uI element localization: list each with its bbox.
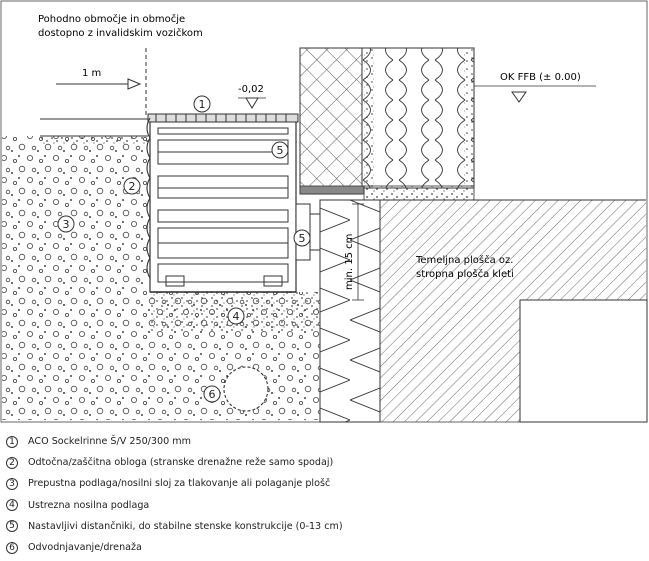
marker-6: 6 [209,388,216,401]
legend-text: Odvodnjavanje/drenaža [28,542,142,554]
marker-3: 3 [63,218,70,231]
zone-label-1: Pohodno območje in območje [38,13,185,25]
level-ok-label: OK FFB (± 0.00) [500,72,581,83]
legend-number: 4 [6,499,18,512]
slab-label-2: stropna plošča kleti [416,268,514,280]
marker-2: 2 [129,180,136,193]
legend-text: Prepustna podlaga/nosilni sloj za tlakov… [28,478,331,490]
marker-5b: 5 [299,232,306,245]
level-low-label: -0,02 [238,84,264,95]
legend-item: 6 Odvodnjavanje/drenaža [6,537,646,558]
marker-4: 4 [233,310,240,323]
legend-text: Ustrezna nosilna podlaga [28,499,150,511]
marker-1: 1 [199,98,206,111]
dim-min15-label: min. 15 cm [344,234,355,290]
marker-5a: 5 [277,144,284,157]
legend-item: 4 Ustrezna nosilna podlaga [6,495,646,516]
dim-1m-label: 1 m [82,68,101,79]
legend-number: 6 [6,541,18,554]
legend-number: 1 [6,435,18,448]
legend: 1 ACO Sockelrinne Š/V 250/300 mm 2 Odtočna… [6,431,646,558]
section-drawing: 1 m Pohodno območje in območje dostopno … [0,0,648,423]
legend-text: ACO Sockelrinne Š/V 250/300 mm [28,436,191,448]
legend-text: Nastavljivi distančniki, do stabilne ste… [28,520,343,532]
slab-label-1: Temeljna plošča oz. [415,254,513,266]
legend-item: 2 Odtočna/zaščitna obloga (stranske drena… [6,452,646,473]
legend-number: 2 [6,456,18,469]
legend-number: 3 [6,477,18,490]
legend-item: 1 ACO Sockelrinne Š/V 250/300 mm [6,431,646,452]
legend-item: 3 Prepustna podlaga/nosilni sloj za tlako… [6,473,646,494]
legend-item: 5 Nastavljivi distančniki, do stabilne st… [6,516,646,537]
legend-text: Odtočna/zaščitna obloga (stranske drenaž… [28,457,334,469]
zone-label-2: dostopno z invalidskim vozičkom [38,27,203,39]
legend-number: 5 [6,520,18,533]
